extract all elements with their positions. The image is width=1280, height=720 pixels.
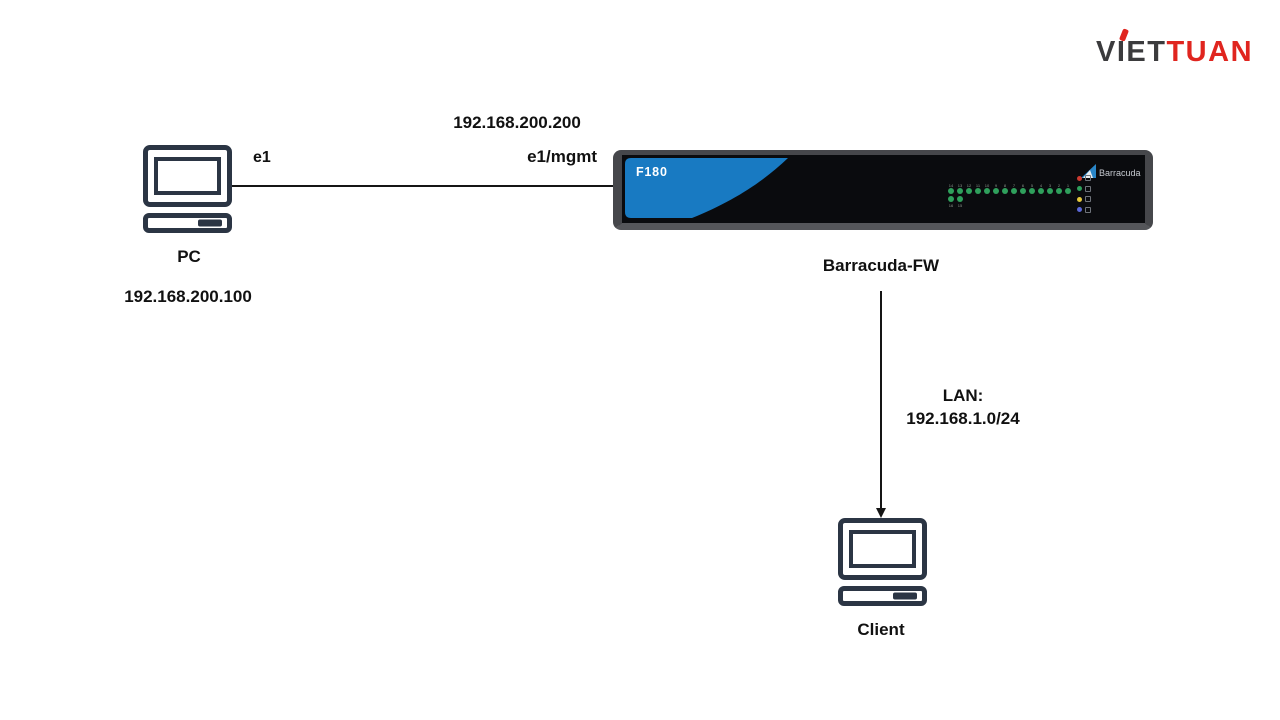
port-led-cell: 4 [1038, 183, 1044, 194]
port-led [948, 188, 954, 194]
firewall-model-label: F180 [636, 165, 668, 179]
pc-screen [154, 157, 221, 195]
port-led-cell: 10 [984, 183, 990, 194]
firewall-name-label: Barracuda-FW [822, 256, 940, 275]
arrowhead-down-icon [876, 508, 886, 518]
port-led-cell: 9 [993, 183, 999, 194]
status-led [1077, 207, 1082, 212]
pc-ip-label: 192.168.200.100 [124, 287, 252, 306]
pc-computer-icon [143, 145, 232, 233]
lan-label-line2: 192.168.1.0/24 [906, 409, 1020, 428]
port-led-cell: 1 [1065, 183, 1071, 194]
port-led [984, 188, 990, 194]
client-base-slot [893, 592, 917, 600]
port-number-label: 4 [1039, 183, 1043, 188]
status-led [1077, 196, 1082, 202]
port-led [1056, 188, 1062, 194]
status-led-icon [1085, 206, 1091, 213]
link-pc-to-firewall [232, 185, 613, 187]
port-led-cell: 7 [1011, 183, 1017, 194]
lan-label: LAN: 192.168.1.0/24 [906, 384, 1019, 430]
port-led [966, 188, 972, 194]
status-led-icon [1085, 196, 1091, 202]
status-led-icon [1085, 185, 1091, 192]
status-leds [1077, 175, 1091, 213]
client-monitor [838, 518, 927, 580]
client-screen [849, 530, 916, 568]
status-led [1077, 175, 1082, 181]
port-number-label: 8 [1003, 183, 1007, 188]
status-led-row [1077, 196, 1091, 202]
port-number-label: 6 [1021, 183, 1025, 188]
pc-base [143, 213, 232, 233]
port-number-label: 16 [948, 203, 954, 208]
link-firewall-to-client [880, 291, 882, 509]
status-led [1077, 186, 1082, 191]
port-led-cell: 13 [957, 183, 963, 194]
port-led-cell: 2 [1056, 183, 1062, 194]
port-number-label: 5 [1030, 183, 1034, 188]
status-led-row [1077, 175, 1091, 181]
port-led [1002, 188, 1008, 194]
port-number-label: 12 [966, 183, 972, 188]
firewall-port-label: e1/mgmt [527, 147, 597, 166]
firewall-ip-label: 192.168.200.200 [453, 113, 581, 132]
client-name-label: Client [857, 620, 905, 639]
port-number-label: 1 [1066, 183, 1070, 188]
logo-text-tuan: TUAN [1166, 36, 1254, 68]
status-led-row [1077, 185, 1091, 192]
port-led-cell: 6 [1020, 183, 1026, 194]
port-led [1038, 188, 1044, 194]
port-led-cell: 8 [1002, 183, 1008, 194]
port-number-label: 14 [948, 183, 954, 188]
port-led [957, 188, 963, 194]
port-led-cell: 5 [1029, 183, 1035, 194]
port-led [1065, 188, 1071, 194]
port-led [993, 188, 999, 194]
port-led [948, 196, 954, 202]
port-number-label: 11 [975, 183, 981, 188]
port-number-label: 2 [1057, 183, 1061, 188]
client-base [838, 586, 927, 606]
port-led [1011, 188, 1017, 194]
port-led [1020, 188, 1026, 194]
port-number-label: 3 [1048, 183, 1052, 188]
pc-monitor [143, 145, 232, 207]
port-led-cell: 16 [948, 194, 954, 208]
viettuan-logo: VIETTUAN [1096, 36, 1253, 69]
port-led [957, 196, 963, 202]
blue-swoosh-panel [625, 158, 788, 218]
port-led [1029, 188, 1035, 194]
client-computer-icon [838, 518, 927, 606]
port-number-label: 9 [994, 183, 998, 188]
port-led-cell: 15 [957, 194, 963, 208]
port-number-label: 15 [957, 203, 963, 208]
pc-base-slot [198, 219, 222, 227]
lan-label-line1: LAN: [942, 386, 984, 405]
status-led-row [1077, 206, 1091, 213]
barracuda-brand-label: Barracuda [1099, 168, 1141, 178]
port-led-cell: 3 [1047, 183, 1053, 194]
port-number-label: 7 [1012, 183, 1016, 188]
port-led [1047, 188, 1053, 194]
port-number-label: 10 [984, 183, 990, 188]
port-led-cell: 14 [948, 183, 954, 194]
port-number-label: 13 [957, 183, 963, 188]
pc-name-label: PC [177, 247, 201, 266]
pc-port-label: e1 [253, 149, 271, 166]
port-led-cell: 12 [966, 183, 972, 194]
logo-text-viet: VIET [1096, 36, 1167, 68]
status-led-icon [1085, 175, 1091, 181]
port-led [975, 188, 981, 194]
barracuda-fish-icon [1081, 164, 1096, 178]
port-led-cell: 11 [975, 183, 981, 194]
